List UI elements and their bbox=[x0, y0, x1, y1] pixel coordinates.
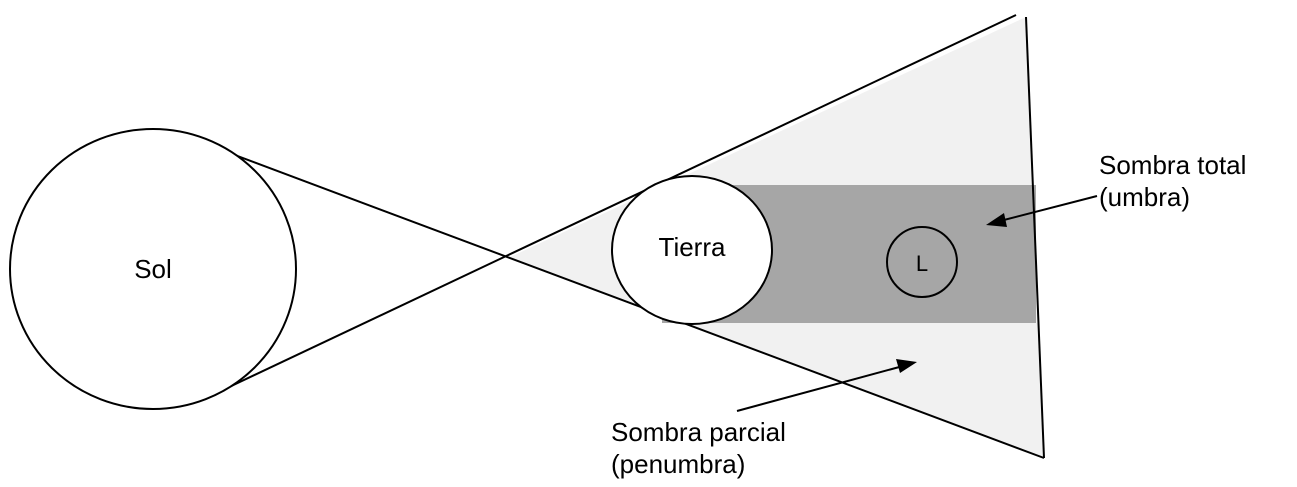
earth-circle bbox=[611, 175, 773, 325]
moon-label: L bbox=[916, 251, 928, 276]
umbra-caption: Sombra total (umbra) bbox=[1099, 149, 1246, 213]
moon-circle bbox=[886, 226, 958, 298]
penumbra-right-edge bbox=[1025, 16, 1045, 459]
penumbra-caption: Sombra parcial (penumbra) bbox=[611, 416, 786, 480]
sun-label: Sol bbox=[134, 254, 172, 284]
penumbra-arrow-shaft bbox=[736, 365, 904, 412]
umbra-arrow-shaft bbox=[999, 195, 1098, 222]
penumbra-caption-line1: Sombra parcial bbox=[611, 417, 786, 447]
umbra-arrowhead bbox=[986, 213, 1007, 227]
sun-circle bbox=[9, 128, 297, 410]
penumbra-arrowhead bbox=[896, 359, 917, 373]
lower-tangent-line bbox=[207, 14, 1017, 398]
earth-label: Tierra bbox=[659, 232, 726, 262]
umbra-caption-line1: Sombra total bbox=[1099, 150, 1247, 180]
umbra-caption-line2: (umbra) bbox=[1099, 182, 1191, 212]
upper-tangent-line bbox=[175, 132, 1045, 459]
penumbra-caption-line2: (penumbra) bbox=[611, 449, 746, 479]
